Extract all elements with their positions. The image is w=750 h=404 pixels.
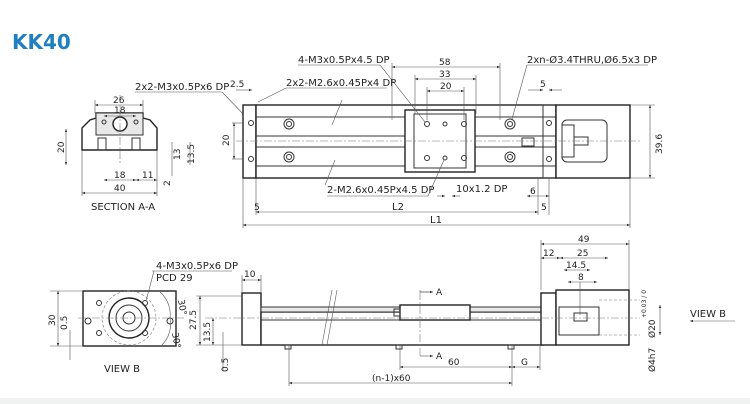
dim-13-5: 13.5: [187, 144, 197, 164]
dim-10: 10: [244, 270, 256, 280]
dim-8: 8: [578, 273, 584, 283]
dim-58: 58: [439, 58, 451, 68]
angle-30-top: 30°: [175, 299, 188, 316]
dim-20-height: 20: [222, 134, 232, 146]
dim-pitch: (n-1)x60: [372, 374, 411, 384]
section-a-a-label: SECTION A-A: [91, 202, 155, 213]
dim-12: 12: [543, 249, 554, 259]
dim-0-5-side: 0.5: [221, 358, 231, 372]
dim-13-5-side: 13.5: [203, 322, 213, 342]
callout-2xn-thru: 2xn-Ø3.4THRU,Ø6.5x3 DP: [527, 54, 657, 66]
dim-20: 20: [57, 141, 67, 153]
dim-11: 11: [142, 171, 153, 181]
view-b-label: VIEW B: [104, 364, 140, 375]
pcd-label: PCD 29: [156, 273, 193, 284]
callout-2-m2-6: 2-M2.6x0.45Px4.5 DP: [327, 185, 434, 196]
dim-13: 13: [173, 149, 183, 160]
model-title: KK40: [12, 30, 71, 54]
side-view: 10 27.5 13.5 0.5 49 12 25 14.5 8 Ø20 +0.…: [189, 235, 735, 386]
bottom-strip: [0, 398, 750, 404]
dim-g: G: [521, 358, 528, 368]
dim-l1: L1: [430, 215, 442, 226]
dim-60: 60: [448, 358, 460, 368]
section-a-a-view: 26 18 20 13 13.5 18 11 2 40 SECTION A-A …: [57, 82, 248, 213]
section-marker-a-bottom: A: [436, 352, 443, 362]
view-b: 30 0.5 30° 30° 4-M3x0.5Px6 DP PCD 29 VIE…: [48, 261, 238, 375]
dim-5-top: 5: [540, 80, 546, 90]
dim-2-5: 2.5: [230, 80, 244, 90]
dim-25: 25: [577, 249, 588, 259]
dim-18-top: 18: [114, 106, 126, 116]
dim-30: 30: [48, 314, 58, 326]
dim-5-right: 5: [541, 203, 547, 213]
section-marker-a-top: A: [436, 288, 443, 298]
dim-27-5: 27.5: [189, 310, 199, 330]
dim-l2: L2: [392, 202, 404, 213]
callout-4-m3: 4-M3x0.5Px4.5 DP: [298, 55, 390, 66]
dim-dia20-tolerance: +0.03 / 0: [641, 290, 648, 318]
dim-49: 49: [578, 235, 590, 245]
dim-20-width: 20: [440, 82, 452, 92]
dim-0-5: 0.5: [60, 316, 70, 330]
dim-18-bottom: 18: [114, 171, 126, 181]
angle-30-bottom: 30°: [169, 332, 182, 349]
view-b-arrow-label: VIEW B: [690, 309, 726, 320]
dim-40: 40: [114, 184, 126, 194]
callout-4-m3-viewb: 4-M3x0.5Px6 DP: [156, 261, 238, 272]
dim-5-left: 5: [254, 203, 260, 213]
callout-2x2-m3: 2x2-M3x0.5Px6 DP: [135, 82, 229, 93]
callout-2x2-m2-6: 2x2-M2.6x0.45Px4 DP: [286, 78, 396, 89]
dim-6: 6: [530, 187, 536, 197]
dim-33: 33: [439, 70, 450, 80]
top-view: 39.6 20 L2 L1 5 5 6 58 33 20 5 2.5 4-M3x…: [222, 54, 665, 228]
dim-dia4h7: Ø4h7: [647, 348, 658, 372]
dim-dia20: Ø20: [647, 319, 658, 338]
dim-26: 26: [113, 96, 125, 106]
dim-39-6: 39.6: [655, 134, 665, 154]
callout-10x1-2: 10x1.2 DP: [456, 184, 507, 195]
dim-2: 2: [163, 180, 173, 186]
dim-14-5: 14.5: [566, 261, 586, 271]
